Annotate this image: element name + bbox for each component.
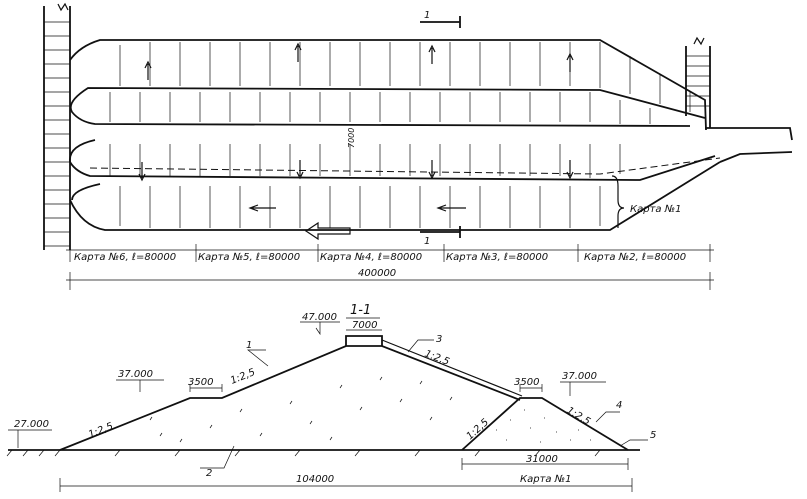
elev-right-berm-label: 37.000 (562, 371, 597, 382)
strip-hatch (109, 42, 691, 228)
callout-2-leader (200, 445, 235, 469)
map-dimension-ticks (69, 244, 711, 262)
map6-label: Карта №6, ℓ=80000 (74, 252, 176, 263)
flow-arrow-left-1 (248, 204, 276, 212)
cover-layer (381, 339, 523, 397)
slope-upper-left: 1:2,5 (229, 367, 257, 387)
small-dam-profile (461, 397, 629, 451)
fill-marks (149, 376, 453, 443)
elev-top-label: 47.000 (302, 312, 337, 323)
right-berm-dim-line (519, 384, 543, 392)
map3-label: Карта №3, ℓ=80000 (446, 252, 548, 263)
section-view: 1-1 47.000 7000 37.000 3500 27.000 37.00… (6, 303, 656, 492)
area-outline-top (69, 39, 707, 131)
map1-plan-label: Карта №1 (630, 204, 681, 215)
elev-base-label: 27.000 (14, 419, 49, 430)
section-title: 1-1 (350, 303, 371, 318)
section-marker-bottom: 1 (424, 236, 430, 247)
callout-3-leader (407, 339, 434, 353)
right-outlet-bottom (719, 151, 793, 163)
area-outline-bottom (69, 161, 721, 231)
elev-right-berm-leader (560, 381, 606, 396)
flow-arrow-up-3 (428, 44, 436, 64)
callout-2: 2 (206, 468, 212, 479)
map1-width-label: 31000 (526, 454, 558, 465)
map1-section-label: Карта №1 (520, 474, 571, 485)
flow-arrow-left-2 (436, 204, 466, 212)
callout-4: 4 (616, 400, 622, 411)
small-dam-dots (496, 409, 591, 443)
main-dam-profile (59, 345, 521, 451)
map2-label: Карта №2, ℓ=80000 (584, 252, 686, 263)
flow-arrow-down-3 (428, 160, 436, 180)
right-tower-break (693, 36, 705, 46)
ground-hatch (6, 449, 601, 457)
section-cut-top (420, 16, 461, 28)
flow-arrow-down-1 (138, 162, 146, 182)
left-dam-hatch (44, 21, 70, 247)
section-marker-top: 1 (424, 10, 430, 21)
left-dam-break-top (57, 2, 69, 12)
section-cut-bottom (420, 226, 461, 238)
right-berm-width-label: 3500 (514, 377, 539, 388)
strip-divider-1 (69, 87, 706, 127)
flow-arrow-down-4 (566, 160, 574, 180)
callout-5: 5 (650, 430, 656, 441)
flow-arrow-big-left (304, 221, 351, 241)
flow-arrow-up-4 (566, 52, 574, 72)
elev-left-berm-leader (116, 379, 164, 392)
slope-upper-right: 1:2,5 (423, 349, 451, 368)
map5-label: Карта №5, ℓ=80000 (198, 252, 300, 263)
dashed-centerline (89, 157, 721, 175)
left-berm-dim-line (189, 384, 223, 392)
plan-view: 1 1 7000 Карта №1 Карта №6, ℓ=80000 Карт… (43, 2, 793, 290)
total-width-label: 104000 (296, 474, 334, 485)
slope-dam-left: 1:2,5 (465, 417, 491, 442)
left-berm-width-label: 3500 (188, 377, 213, 388)
crest-block (345, 335, 383, 346)
crest-width-label: 7000 (352, 320, 377, 331)
map1-bracket (611, 175, 625, 228)
strip-width-dim: 7000 (347, 128, 356, 148)
right-tower-hatch (686, 55, 710, 107)
strip-divider-3 (71, 183, 101, 201)
callout-1-leader (247, 349, 269, 367)
right-outlet-top (705, 127, 793, 141)
total-length-label: 400000 (358, 268, 396, 279)
flow-arrow-up-2 (294, 42, 302, 62)
elev-left-berm-label: 37.000 (118, 369, 153, 380)
total-dimension-line (66, 272, 714, 290)
total-width-dim (59, 478, 633, 492)
callout-4-leader (595, 411, 620, 423)
callout-3: 3 (436, 334, 442, 345)
map4-label: Карта №4, ℓ=80000 (320, 252, 422, 263)
flow-arrow-up-1 (144, 60, 152, 80)
elev-top-leader (300, 321, 340, 336)
elev-base-leader (8, 429, 52, 448)
slope-lower-left: 1:2,5 (87, 421, 115, 441)
callout-5-leader (619, 439, 648, 447)
slope-dam-right: 1:2,5 (564, 405, 592, 428)
flow-arrow-down-2 (296, 160, 304, 180)
strip-divider-2 (69, 139, 716, 181)
map1-width-dim (461, 458, 629, 470)
callout-1: 1 (246, 340, 252, 351)
